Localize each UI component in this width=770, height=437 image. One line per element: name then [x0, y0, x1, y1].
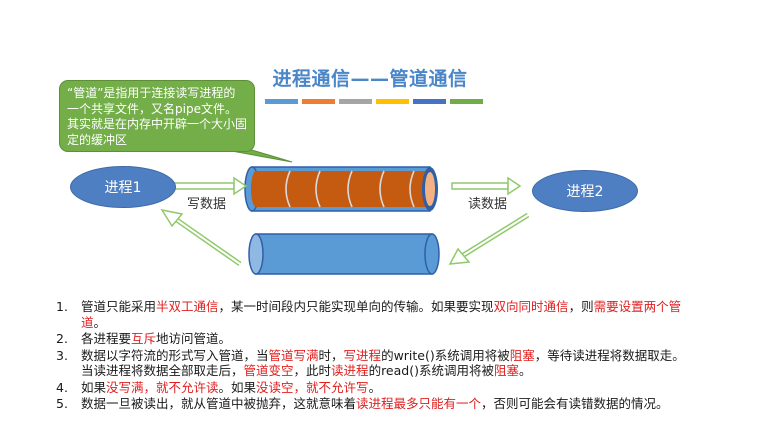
list-item-number: 5. [56, 396, 68, 411]
list-item: 3. 数据以字符流的形式写入管道，当管道写满时，写进程的write()系统调用将被… [56, 348, 696, 379]
title-bar-4 [376, 99, 409, 104]
pipe-segments [285, 170, 415, 208]
highlighted-text: 没写满，就不允许读 [106, 379, 219, 395]
title-bar-3 [339, 99, 372, 104]
title-bar-2 [302, 99, 335, 104]
page-title: 进程通信——管道通信 [272, 68, 468, 90]
list-item-text: ，等待读进程将数据取走。当读进程将数据全部取走后， [81, 347, 685, 379]
write-arrow [171, 176, 248, 196]
list-item-text: 各进程要 [81, 331, 132, 346]
list-item-text: ，此时 [293, 363, 332, 378]
process-2: 进程2 [532, 170, 638, 212]
process-1: 进程1 [70, 166, 176, 208]
list-item-text: ，否则可能会有读错数据的情况。 [481, 396, 669, 411]
return-arrow-right [448, 212, 530, 265]
highlighted-text: 管道写满 [268, 347, 319, 363]
highlighted-text: 半双工通信 [156, 299, 219, 314]
highlighted-text: 互斥 [131, 331, 157, 346]
empty-pipe [248, 233, 440, 275]
title-bar-1 [265, 99, 298, 104]
list-item-text: 时， [318, 347, 344, 363]
list-item-text: 数据一旦被读出，就从管道中被抛弃，这就意味着 [81, 396, 357, 411]
list-item-text: 数据以字符流的形式写入管道，当 [81, 347, 269, 363]
list-item-text: 的read()系统调用将被 [368, 363, 494, 378]
list-item-text: 。如果 [218, 379, 257, 395]
highlighted-text: 需要设置两个管道 [81, 299, 682, 330]
highlighted-text: 读进程 [331, 363, 369, 378]
list-item-text: 。 [518, 363, 532, 378]
list-item: 1. 管道只能采用半双工通信，某一时间段内只能实现单向的传输。如果要实现双向同时通… [56, 299, 696, 330]
full-pipe [244, 166, 438, 212]
highlighted-text: 双向同时通信 [493, 299, 569, 314]
title-bar-5 [413, 99, 446, 104]
title-bar-6 [450, 99, 483, 104]
list-item-text: ，则 [568, 299, 594, 314]
list-item-number: 1. [56, 299, 68, 314]
pipe-rules-list: 1. 管道只能采用半双工通信，某一时间段内只能实现单向的传输。如果要实现双向同时通… [56, 299, 696, 413]
list-item-number: 3. [56, 347, 68, 363]
list-item: 4. 如果没写满，就不允许读。如果没读空，就不允许写。 [56, 380, 696, 396]
list-item-text: 如果 [81, 379, 107, 395]
title-underline-bars [265, 99, 487, 104]
write-data-label: 写数据 [187, 197, 227, 212]
read-data-label: 读数据 [468, 197, 508, 212]
read-arrow [451, 176, 522, 196]
pipe-definition-callout: “管道”是指用于连接读写进程的一个共享文件，又名pipe文件。其实就是在内存中开… [59, 80, 255, 152]
highlighted-text: 阻塞 [493, 363, 519, 378]
list-item-text: ，某一时间段内只能实现单向的传输。如果要实现 [218, 299, 494, 314]
highlighted-text: 写进程 [343, 347, 382, 363]
list-item: 2. 各进程要互斥地访问管道。 [56, 331, 696, 347]
highlighted-text: 读进程最多只能有一个 [356, 396, 482, 411]
highlighted-text: 管道变空 [243, 363, 294, 378]
list-item-number: 4. [56, 379, 68, 395]
return-arrow-left [160, 208, 242, 267]
list-item-text: 。 [93, 314, 107, 330]
list-item-text: 的write()系统调用将被 [381, 347, 510, 363]
list-item-text: 。 [368, 379, 382, 395]
list-item-text: 管道只能采用 [81, 299, 157, 314]
list-item-text: 地访问管道。 [156, 331, 232, 346]
list-item-number: 2. [56, 331, 68, 346]
list-item: 5. 数据一旦被读出，就从管道中被抛弃，这就意味着读进程最多只能有一个，否则可能会… [56, 396, 696, 412]
highlighted-text: 阻塞 [509, 347, 535, 363]
highlighted-text: 没读空，就不允许写 [256, 379, 369, 395]
